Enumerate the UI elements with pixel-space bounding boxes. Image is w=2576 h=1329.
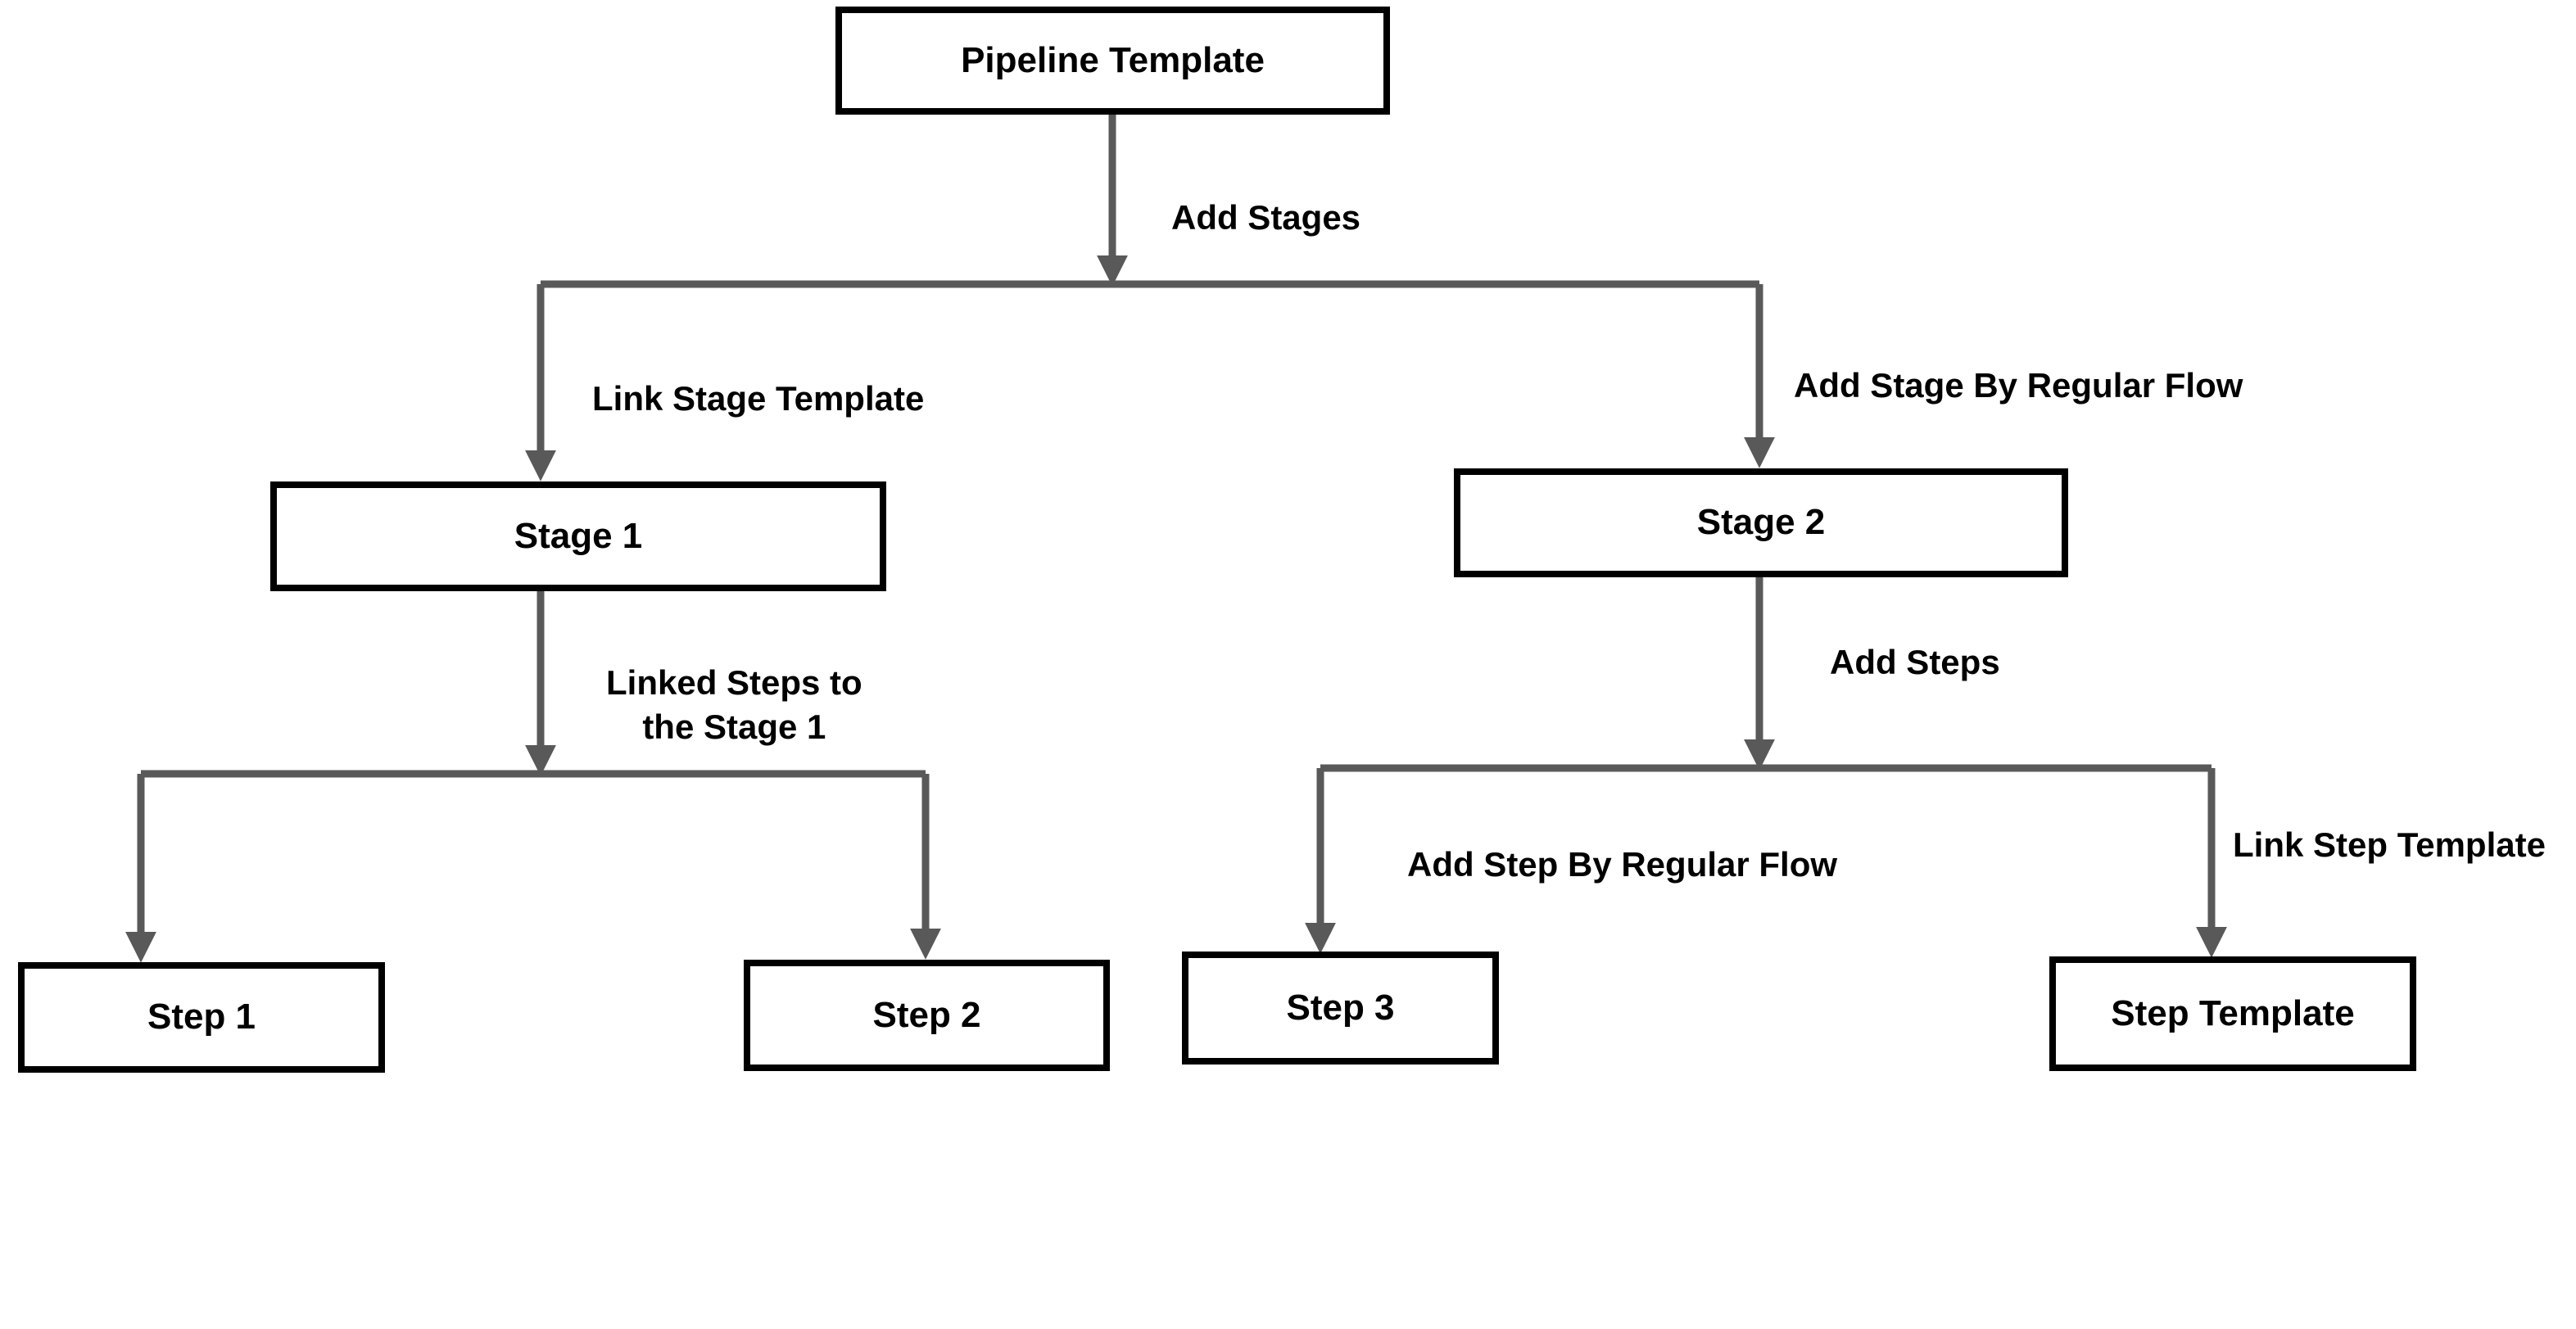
edge-label-add-steps: Add Steps <box>1830 643 2000 681</box>
node-step-template-label: Step Template <box>2111 992 2355 1033</box>
node-step-template[interactable]: Step Template <box>2049 956 2416 1071</box>
node-pipeline-template[interactable]: Pipeline Template <box>835 7 1390 115</box>
node-stage-1[interactable]: Stage 1 <box>270 481 886 591</box>
node-step-3[interactable]: Step 3 <box>1182 952 1499 1065</box>
node-step-1-label: Step 1 <box>147 997 256 1037</box>
node-stage-2-label: Stage 2 <box>1696 502 1826 543</box>
edge-label-linked-steps-to-the-stage-1: Linked Steps to the Stage 1 <box>606 663 862 746</box>
edge-label-link-stage-template: Link Stage Template <box>592 379 925 418</box>
node-step-2[interactable]: Step 2 <box>744 960 1110 1071</box>
node-pipeline-template-label: Pipeline Template <box>961 39 1265 80</box>
node-step-3-label: Step 3 <box>1286 987 1395 1028</box>
node-stage-1-label: Stage 1 <box>514 515 643 556</box>
node-step-2-label: Step 2 <box>872 994 981 1035</box>
node-stage-2[interactable]: Stage 2 <box>1454 468 2068 577</box>
edge-label-add-stage-by-regular-flow: Add Stage By Regular Flow <box>1794 366 2243 405</box>
edge-label-link-step-template: Link Step Template <box>2233 825 2546 864</box>
edge-label-add-stages: Add Stages <box>1171 198 1361 237</box>
node-step-1[interactable]: Step 1 <box>18 962 385 1073</box>
edge-label-add-step-by-regular-flow: Add Step By Regular Flow <box>1407 845 1838 884</box>
